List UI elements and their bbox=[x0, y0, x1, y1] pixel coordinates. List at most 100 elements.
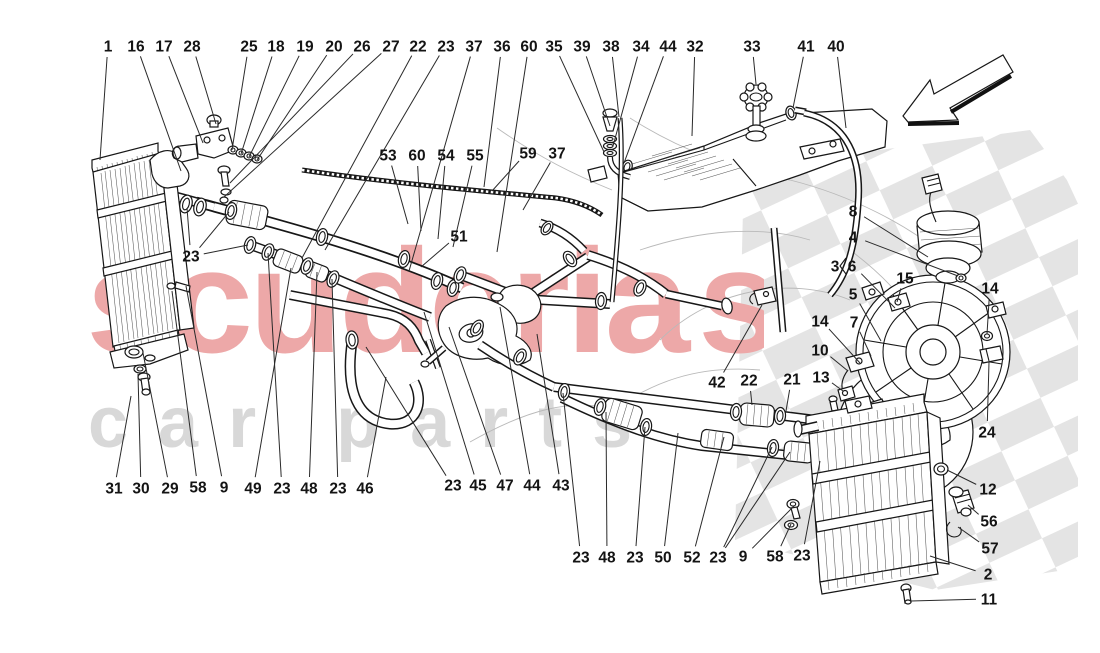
leader-line bbox=[929, 555, 976, 572]
part-callout-21: 21 bbox=[783, 372, 801, 412]
leader-line bbox=[229, 53, 354, 184]
fan-assembly bbox=[828, 173, 1011, 430]
part-callout-3: 3 bbox=[831, 259, 840, 276]
part-number-label: 23 bbox=[444, 478, 462, 495]
part-number-label: 51 bbox=[450, 229, 468, 246]
thermostat-housing bbox=[420, 292, 557, 392]
part-callout-23: 23 bbox=[324, 39, 455, 251]
direction-arrow-icon bbox=[902, 54, 1014, 126]
part-number-label: 23 bbox=[572, 550, 590, 567]
label-brace-3-6 bbox=[839, 257, 847, 275]
part-callout-60: 60 bbox=[408, 148, 426, 232]
part-number-label: 55 bbox=[466, 148, 484, 165]
leader-line bbox=[785, 389, 791, 412]
part-number-label: 44 bbox=[659, 39, 677, 56]
part-callout-14: 14 bbox=[811, 314, 861, 364]
part-callout-18: 18 bbox=[240, 39, 285, 155]
part-number-label: 16 bbox=[127, 39, 145, 56]
leader-line bbox=[448, 326, 502, 475]
part-callout-53: 53 bbox=[379, 148, 409, 225]
part-callout-16: 16 bbox=[127, 39, 182, 172]
leader-line bbox=[694, 436, 725, 547]
tank-cap bbox=[739, 82, 773, 142]
leader-line bbox=[171, 290, 197, 477]
part-callout-28: 28 bbox=[183, 39, 217, 125]
part-number-label: 59 bbox=[519, 146, 537, 163]
leader-line bbox=[562, 392, 581, 547]
part-number-label: 23 bbox=[273, 481, 291, 498]
part-number-label: 21 bbox=[783, 372, 801, 389]
part-callout-26: 26 bbox=[229, 39, 371, 184]
leader-line bbox=[664, 432, 679, 547]
leader-line bbox=[185, 285, 223, 477]
part-callout-51: 51 bbox=[420, 229, 468, 268]
leader-line bbox=[483, 56, 501, 188]
part-number-label: 34 bbox=[632, 39, 650, 56]
leader-line bbox=[750, 390, 753, 406]
leader-line bbox=[324, 55, 440, 251]
leader-line bbox=[723, 446, 773, 548]
leader-line bbox=[865, 240, 959, 277]
leader-line bbox=[452, 165, 473, 248]
leader-line bbox=[408, 56, 471, 272]
part-number-label: 46 bbox=[356, 481, 374, 498]
hose-clamps bbox=[179, 159, 828, 467]
part-callout-23: 23 bbox=[793, 460, 821, 565]
part-callout-45: 45 bbox=[423, 311, 487, 495]
u-hose bbox=[344, 341, 424, 430]
leader-line bbox=[828, 328, 861, 364]
leader-line bbox=[752, 56, 757, 85]
leader-line bbox=[946, 469, 977, 485]
part-number-label: 29 bbox=[161, 481, 179, 498]
part-callout-35: 35 bbox=[545, 39, 605, 153]
part-number-label: 13 bbox=[812, 370, 830, 387]
part-callout-39: 39 bbox=[573, 39, 611, 127]
part-number-label: 2 bbox=[984, 567, 993, 584]
part-callout-27: 27 bbox=[223, 39, 400, 198]
part-number-label: 12 bbox=[979, 482, 996, 499]
part-number-label: 58 bbox=[189, 480, 207, 497]
part-number-label: 7 bbox=[850, 315, 859, 332]
leader-line bbox=[863, 216, 929, 258]
part-number-label: 37 bbox=[465, 39, 482, 56]
leader-line bbox=[420, 242, 450, 268]
part-callout-30: 30 bbox=[132, 373, 150, 498]
leader-line bbox=[724, 451, 791, 549]
part-callout-2: 2 bbox=[929, 555, 993, 584]
part-number-label: 60 bbox=[520, 39, 537, 56]
part-number-label: 9 bbox=[739, 549, 748, 566]
part-callout-48: 48 bbox=[598, 411, 616, 567]
part-number-label: 45 bbox=[469, 478, 487, 495]
part-callout-9: 9 bbox=[739, 505, 795, 566]
part-number-label: 58 bbox=[766, 549, 784, 566]
part-number-label: 43 bbox=[552, 478, 570, 495]
part-callout-12: 12 bbox=[946, 469, 997, 499]
part-callout-23: 23 bbox=[182, 207, 249, 266]
fan-motor bbox=[916, 173, 983, 284]
part-number-label: 54 bbox=[437, 148, 455, 165]
leader-line bbox=[751, 505, 795, 549]
leader-line bbox=[896, 288, 902, 303]
leader-line bbox=[837, 56, 847, 129]
leader-line bbox=[967, 504, 979, 515]
part-number-label: 49 bbox=[244, 481, 262, 498]
leader-line bbox=[195, 56, 217, 125]
part-number-label: 17 bbox=[155, 39, 172, 56]
leader-line bbox=[831, 382, 844, 392]
part-callout-24: 24 bbox=[978, 361, 996, 442]
leader-line bbox=[957, 526, 980, 543]
part-callout-48: 48 bbox=[300, 271, 318, 498]
leader-line bbox=[391, 165, 409, 225]
part-callout-58: 58 bbox=[766, 523, 792, 566]
part-number-label: 57 bbox=[981, 541, 998, 558]
part-callout-50: 50 bbox=[654, 432, 679, 567]
leader-line bbox=[231, 56, 248, 151]
part-number-label: 37 bbox=[548, 146, 565, 163]
part-callout-37: 37 bbox=[408, 39, 483, 272]
radiator-bracket-fasteners bbox=[171, 114, 263, 204]
part-callout-29: 29 bbox=[142, 352, 179, 498]
tank-left-fittings bbox=[587, 108, 631, 183]
part-number-label: 40 bbox=[827, 39, 844, 56]
part-callout-23: 23 bbox=[709, 446, 791, 567]
